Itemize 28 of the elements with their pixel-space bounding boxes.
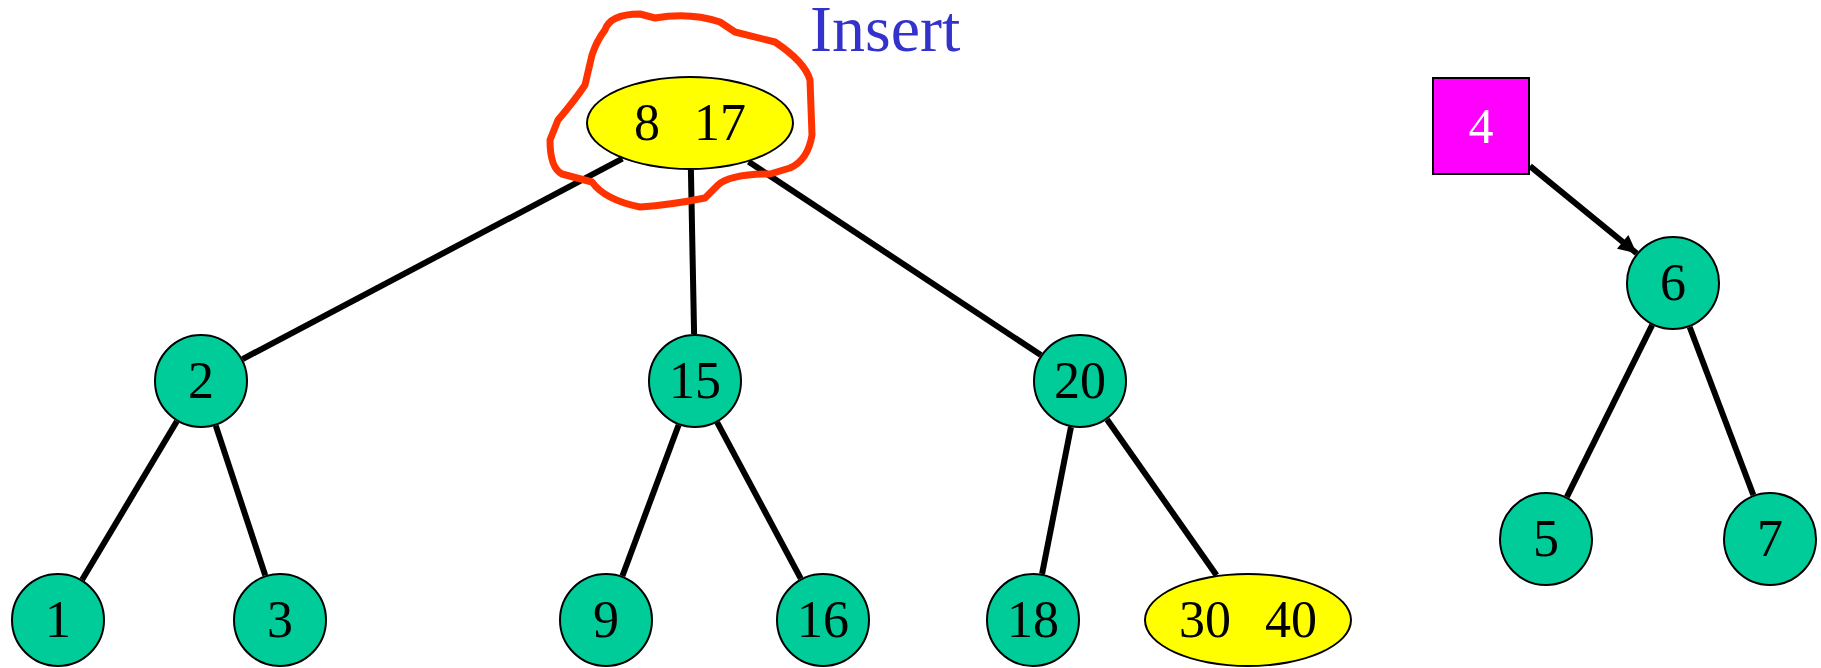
node-key: 15 [669,355,721,407]
node-key: 18 [1007,594,1059,646]
node-key: 3 [267,594,293,646]
tree-edge [1686,325,1757,497]
node-key: 8 [634,97,660,149]
insert-key-box [1432,77,1530,175]
node-key: 20 [1054,355,1106,407]
tree-edge [212,424,269,577]
tree-edge [687,169,698,335]
node-key: 1 [45,594,71,646]
tree-edge [1039,426,1074,575]
title: Insert [810,0,961,62]
node-key: 16 [797,594,849,646]
tree-edge [241,156,624,362]
node-key: 17 [694,97,746,149]
tree-edge [714,421,804,580]
node-key: 6 [1660,257,1686,309]
tree-edge [1564,323,1655,499]
node-key: 7 [1757,513,1783,565]
node-key: 9 [593,594,619,646]
tree-edge [619,424,682,577]
node-key: 5 [1533,513,1559,565]
node-key: 30 [1179,594,1231,646]
node-key: 4 [1468,101,1494,151]
node-key: 2 [188,355,214,407]
node-key: 40 [1265,594,1317,646]
tree-edge [747,159,1043,358]
tree-edge [79,419,180,582]
